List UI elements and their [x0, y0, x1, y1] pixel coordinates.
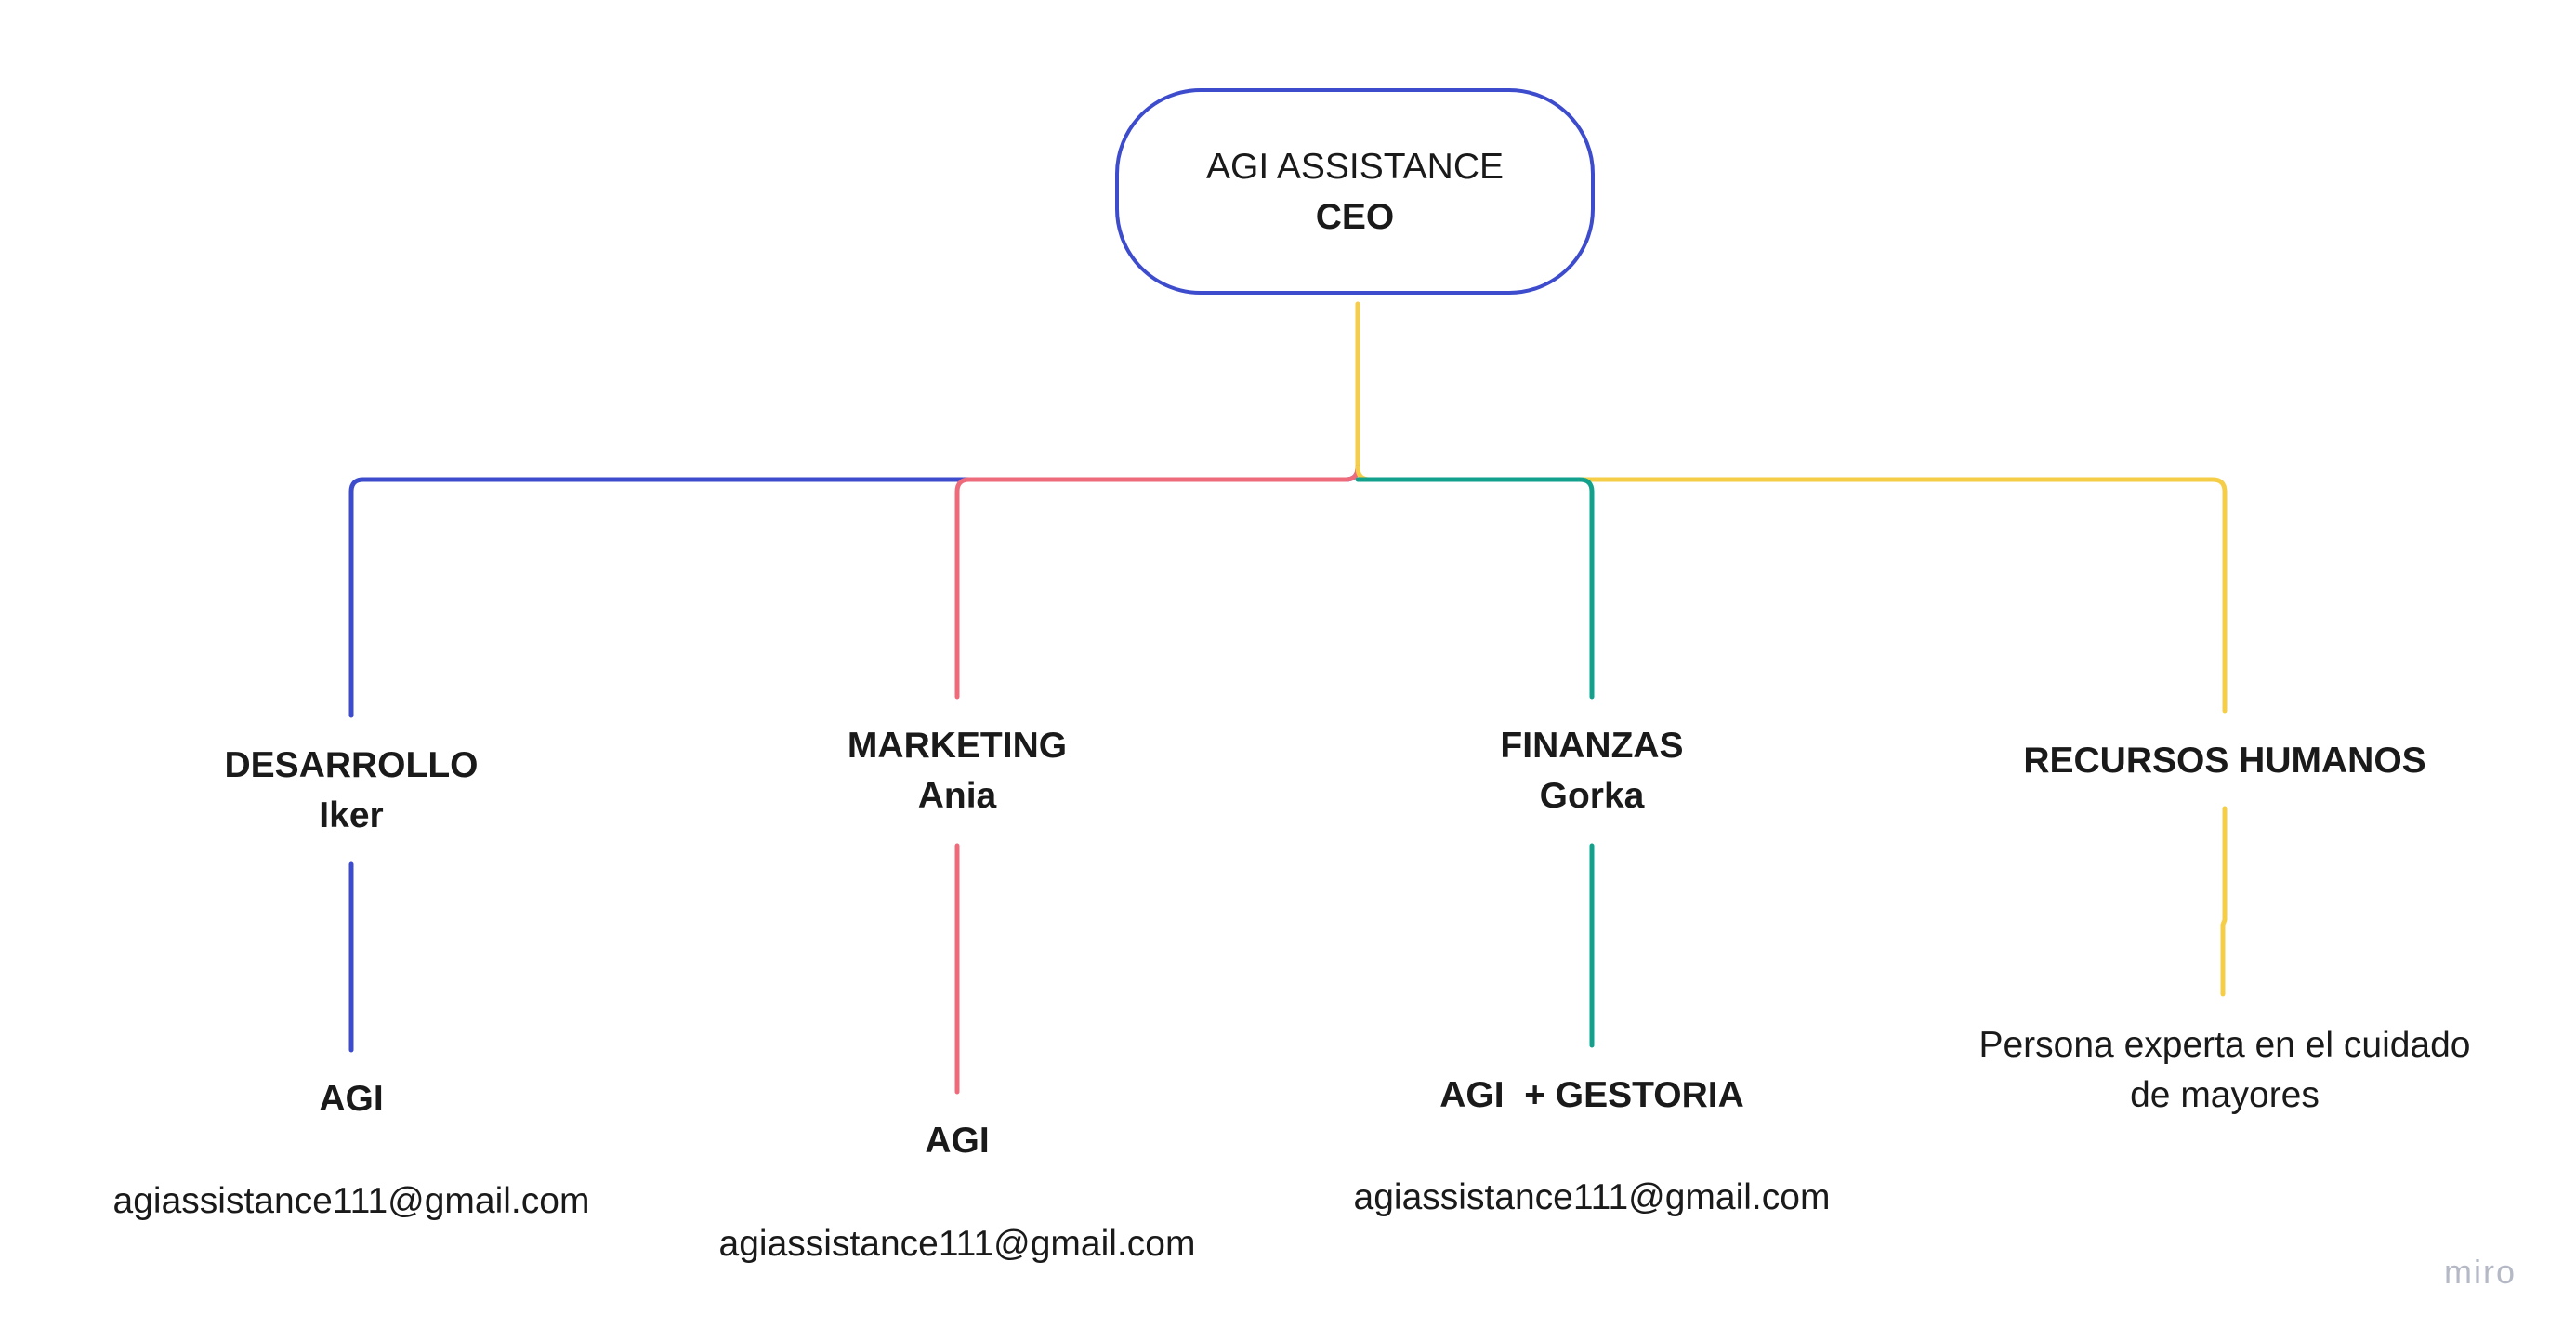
email-finanzas: agiassistance111@gmail.com [1313, 1173, 1871, 1223]
ceo-role: CEO [1315, 197, 1395, 237]
dept-name: RECURSOS HUMANOS [2023, 741, 2426, 781]
member-name: AGI [925, 1121, 990, 1161]
email-text: agiassistance111@gmail.com [1353, 1177, 1831, 1217]
email-marketing: agiassistance111@gmail.com [678, 1219, 1236, 1269]
dept-desarrollo[interactable]: DESARROLLO Iker [165, 741, 537, 841]
email-text: agiassistance111@gmail.com [718, 1224, 1196, 1264]
branch-desarrollo [348, 465, 1360, 718]
dept-lead: Gorka [1539, 776, 1645, 816]
dept-recursos-humanos[interactable]: RECURSOS HUMANOS [1992, 736, 2457, 786]
member-name: AGI + GESTORIA [1439, 1075, 1744, 1115]
email-text: agiassistance111@gmail.com [112, 1181, 590, 1221]
miro-watermark: miro [2444, 1253, 2517, 1291]
dept-name: FINANZAS [1500, 726, 1684, 766]
branch-finanzas [1355, 477, 1595, 700]
email-desarrollo: agiassistance111@gmail.com [72, 1176, 630, 1227]
member-name: AGI [319, 1079, 384, 1119]
dept-marketing[interactable]: MARKETING Ania [771, 721, 1143, 821]
dept-lead: Ania [917, 776, 997, 816]
ceo-node-text: AGI ASSISTANCE CEO [1115, 142, 1595, 243]
ceo-node[interactable] [1115, 88, 1595, 295]
branch-rrhh [1355, 465, 2228, 714]
member-description-line2: de mayores [2130, 1075, 2320, 1115]
member-marketing[interactable]: AGI [771, 1116, 1143, 1166]
dept-name: MARKETING [847, 726, 1068, 766]
member-recursos-humanos[interactable]: Persona experta en el cuidado de mayores [1946, 1020, 2504, 1121]
dept-finanzas[interactable]: FINANZAS Gorka [1406, 721, 1778, 821]
member-finanzas[interactable]: AGI + GESTORIA [1360, 1071, 1824, 1121]
member-desarrollo[interactable]: AGI [165, 1074, 537, 1124]
dept-name: DESARROLLO [224, 745, 479, 785]
member-description: Persona experta en el cuidado [1978, 1025, 2471, 1065]
dept-lead: Iker [319, 795, 384, 835]
company-name: AGI ASSISTANCE [1205, 147, 1505, 187]
connector-rrhh-persona [2220, 806, 2228, 997]
branch-marketing [954, 465, 1360, 700]
